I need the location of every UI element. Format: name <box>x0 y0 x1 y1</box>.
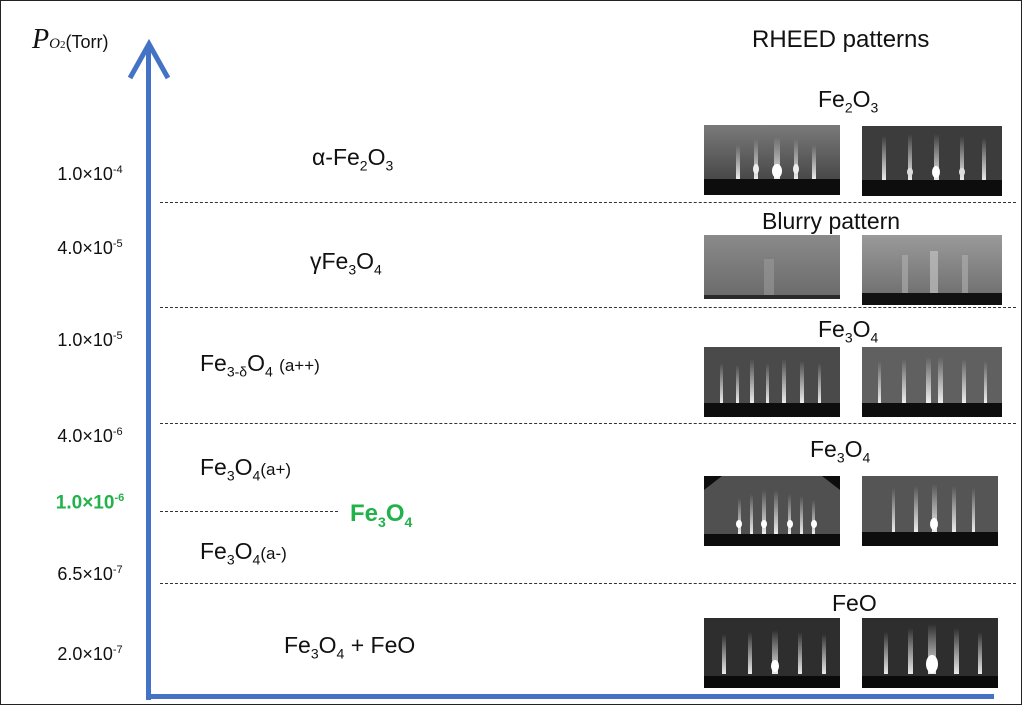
rheed-image-fe2o3-2 <box>862 126 1002 196</box>
phase-fe3o4-highlight: Fe3O4 <box>350 500 413 530</box>
rheed-image-blurry-1 <box>704 235 840 299</box>
rheed-label-fe2o3: Fe2O3 <box>818 86 879 116</box>
phase-fe3-delta-o4: Fe3-δO4 (a++) <box>200 350 320 380</box>
pressure-label-6.5e-7: 6.5×10-7 <box>57 564 123 584</box>
pressure-label-4e-6: 4.0×10-6 <box>57 426 123 446</box>
boundary-line <box>160 423 1016 424</box>
y-axis-arrow-icon <box>127 38 171 80</box>
boundary-line-short <box>160 511 338 512</box>
phase-fe3o4-a-plus: Fe3O4(a+) <box>200 454 292 484</box>
phase-alpha-fe2o3: α-Fe2O3 <box>312 144 394 174</box>
phase-fe3o4-a-minus: Fe3O4(a-) <box>200 538 287 568</box>
rheed-image-fe3o4-b <box>862 347 1002 417</box>
rheed-image-fe3o4-d <box>862 476 998 546</box>
rheed-image-fe2o3-1 <box>704 125 840 195</box>
rheed-image-feo-1 <box>704 618 840 688</box>
pressure-label-1e-5: 1.0×10-5 <box>57 330 123 350</box>
phase-gamma-fe3o4: γFe3O4 <box>310 248 382 278</box>
rheed-label-fe3o4-lower: Fe3O4 <box>810 436 871 466</box>
rheed-image-feo-2 <box>862 618 998 688</box>
pressure-label-1e-4: 1.0×10-4 <box>57 164 123 184</box>
rheed-title: RHEED patterns <box>752 26 930 53</box>
pressure-label-1e-6-highlight: 1.0×10-6 <box>55 492 125 514</box>
boundary-line <box>160 583 1016 584</box>
phase-fe3o4-plus-feo: Fe3O4 + FeO <box>284 632 416 662</box>
boundary-line <box>160 307 1016 308</box>
pressure-label-4e-5: 4.0×10-5 <box>57 238 123 258</box>
rheed-image-fe3o4-c <box>704 476 840 546</box>
rheed-label-fe3o4-upper: Fe3O4 <box>818 316 879 346</box>
rheed-label-blurry: Blurry pattern <box>762 208 901 234</box>
y-axis-line <box>146 48 151 700</box>
x-axis-line <box>146 694 994 699</box>
rheed-label-feo: FeO <box>832 590 877 616</box>
rheed-image-blurry-2 <box>862 235 1002 305</box>
boundary-line <box>160 202 1016 203</box>
pressure-label-2e-7: 2.0×10-7 <box>57 644 123 664</box>
y-axis-label: PO2(Torr) <box>32 24 109 55</box>
rheed-image-fe3o4-a <box>704 347 840 417</box>
